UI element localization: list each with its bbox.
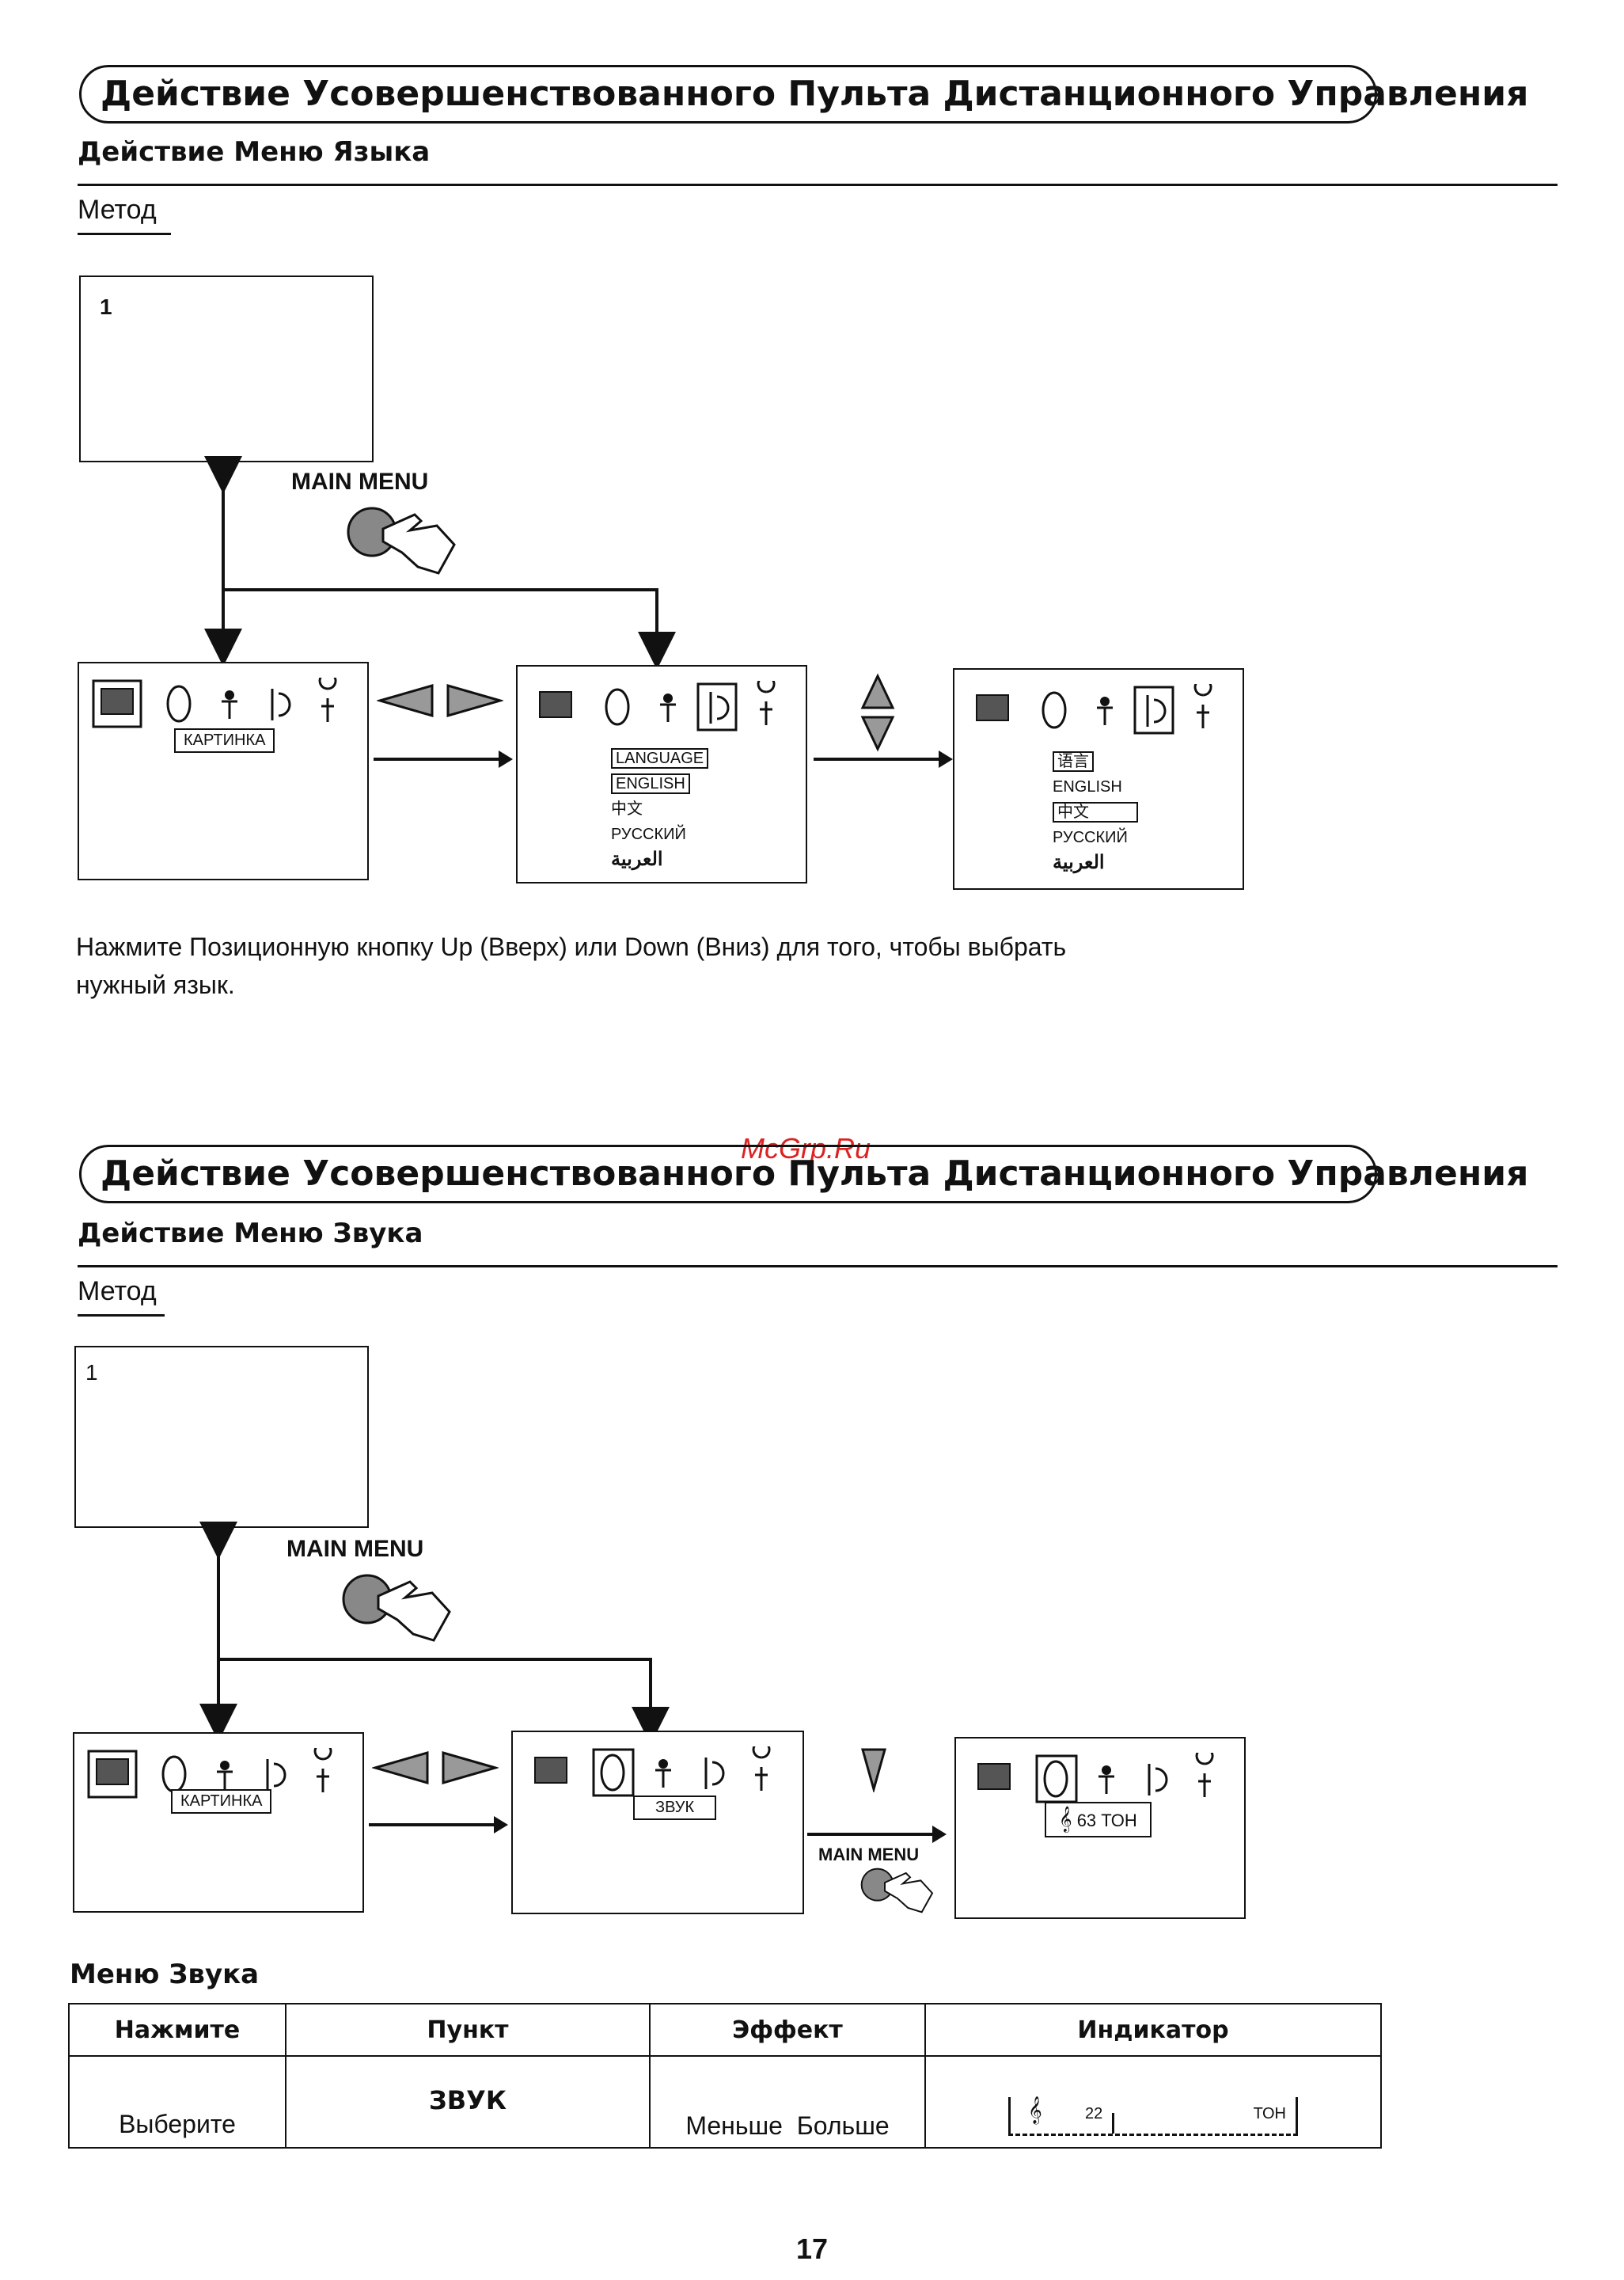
lang-item-russian: РУССКИЙ	[611, 826, 686, 843]
sound-menu-table: Нажмите Пункт Эффект Индикатор Выберите …	[68, 2003, 1382, 2149]
section2-main-menu-screen: КАРТИНКА	[73, 1732, 364, 1913]
section2-main-menu-label-small: MAIN MENU	[818, 1845, 920, 1864]
indicator-clef-icon: 𝄞	[1028, 2097, 1042, 2123]
section1-subtitle: Действие Меню Языка	[78, 136, 431, 168]
lang-item-russian: РУССКИЙ	[1053, 829, 1128, 846]
tv-number: 1	[100, 294, 112, 319]
left-right-arrows-icon	[377, 684, 503, 717]
section1-connectors	[204, 456, 676, 670]
section1-main-menu-screen: КАРТИНКА	[78, 662, 369, 880]
left-right-arrows-icon	[372, 1751, 499, 1784]
instruction-line2: нужный язык.	[76, 971, 235, 999]
section1-language-screen: LANGUAGE ENGLISH 中文 РУССКИЙ العربية	[516, 665, 807, 884]
lang-item-arabic: العربية	[611, 849, 663, 870]
indicator-unit: ТОН	[1253, 2105, 1286, 2122]
lang-item-language-cn: 语言	[1053, 751, 1094, 772]
section2-subtitle: Действие Меню Звука	[78, 1218, 423, 1249]
cell-press: Выберите	[68, 2055, 286, 2149]
header-item: Пункт	[285, 2003, 651, 2057]
lang-item-english: ENGLISH	[1053, 778, 1122, 796]
lang-item-arabic: العربية	[1053, 852, 1105, 873]
indicator-value: 22	[1085, 2105, 1103, 2122]
tv-number: 1	[85, 1360, 98, 1385]
menu-icon-row	[87, 1748, 332, 1799]
remote-button-hand-small-icon	[860, 1868, 934, 1913]
arrow-to-tone-screen	[807, 1826, 947, 1843]
down-arrow-icon	[861, 1748, 886, 1792]
tone-value: 63 ТОН	[1076, 1811, 1137, 1830]
table-row: Выберите ЗВУК Меньше Больше 𝄞 22 ТОН	[68, 2055, 1382, 2149]
section1-tv-screen: 1	[79, 276, 374, 462]
header-effect: Эффект	[649, 2003, 926, 2057]
section1-rule	[78, 184, 1558, 186]
menu-tag-picture: КАРТИНКА	[174, 728, 275, 753]
section2-connectors	[199, 1522, 670, 1745]
tone-clef-icon: 𝄞	[1059, 1807, 1072, 1831]
header-press: Нажмите	[68, 2003, 286, 2057]
up-down-arrows-icon	[860, 673, 895, 752]
section1-language-selected-screen: 语言 ENGLISH 中文 РУССКИЙ العربية	[953, 668, 1244, 890]
cell-indicator: 𝄞 22 ТОН	[924, 2055, 1382, 2149]
section2-banner: Действие Усовершенствованного Пульта Дис…	[79, 1145, 1528, 1203]
menu-to-language-connector	[223, 588, 676, 670]
remote-button-hand-icon	[347, 507, 456, 575]
menu-icon-row	[539, 681, 776, 732]
section1-banner-text: Действие Усовершенствованного Пульта Дис…	[101, 74, 1529, 114]
arrow-to-chinese-screen	[814, 750, 953, 768]
section1-banner: Действие Усовершенствованного Пульта Дис…	[79, 65, 1528, 124]
menu-tag-picture: КАРТИНКА	[171, 1789, 272, 1814]
tone-indicator: 𝄞 22 ТОН	[1008, 2097, 1298, 2136]
header-indicator: Индикатор	[924, 2003, 1382, 2057]
menu-icon-row	[977, 1753, 1214, 1803]
menu-to-sound-connector	[218, 1658, 670, 1745]
arrow-to-sound-screen	[369, 1816, 508, 1834]
instruction-line1: Нажмите Позиционную кнопку Up (Вверх) ил…	[76, 933, 1067, 961]
section2-method: Метод	[78, 1276, 157, 1306]
section2-banner-text: Действие Усовершенствованного Пульта Дис…	[101, 1153, 1529, 1194]
menu-icon-row	[92, 678, 337, 728]
menu-icon-row	[534, 1746, 771, 1797]
lang-item-english: ENGLISH	[611, 773, 690, 794]
arrow-to-language-screen	[374, 750, 513, 768]
watermark: McGrp.Ru	[741, 1132, 871, 1165]
lang-item-chinese-selected: 中文	[1053, 802, 1138, 823]
section2-tone-screen: 𝄞 63 ТОН	[954, 1737, 1246, 1919]
section2-sound-screen: ЗВУК	[511, 1731, 804, 1914]
section1-method-underline	[78, 233, 171, 235]
sound-menu-title: Меню Звука	[70, 1959, 260, 1990]
cell-item: ЗВУК	[285, 2055, 651, 2149]
section2-method-underline	[78, 1314, 165, 1317]
lang-item-chinese: 中文	[611, 800, 643, 818]
cell-effect: Меньше Больше	[649, 2055, 926, 2149]
lang-item-language: LANGUAGE	[611, 748, 709, 769]
tone-box: 𝄞 63 ТОН	[1045, 1802, 1152, 1837]
menu-tag-sound: ЗВУК	[633, 1796, 717, 1820]
indicator-marker	[1112, 2113, 1114, 2134]
page-number: 17	[795, 2232, 829, 2265]
section1-main-menu-label: MAIN MENU	[291, 469, 429, 495]
section1-method: Метод	[78, 195, 157, 225]
section2-tv-screen: 1	[74, 1346, 369, 1528]
menu-icon-row	[976, 684, 1212, 735]
section2-main-menu-label: MAIN MENU	[286, 1536, 424, 1562]
section2-rule	[78, 1265, 1558, 1267]
remote-button-hand-icon	[342, 1574, 451, 1642]
section1-instruction: Нажмите Позиционную кнопку Up (Вверх) ил…	[76, 928, 1066, 1004]
